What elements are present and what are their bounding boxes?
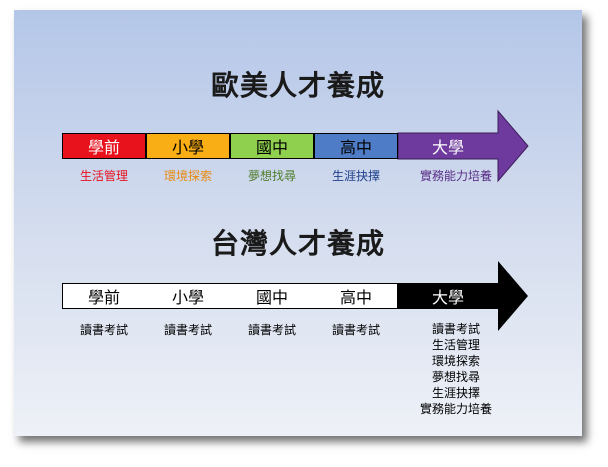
top-sub-junior-high: 夢想找尋	[247, 169, 296, 183]
bottom-stage-label: 高中	[339, 288, 372, 307]
bottom-sub-junior-high: 讀書考試	[247, 323, 296, 337]
bottom-bar-frame	[62, 283, 398, 309]
top-sub-senior-high: 生涯抉擇	[331, 169, 380, 183]
top-stage-junior-high: 國中	[230, 133, 314, 159]
top-stage-preschool: 學前	[62, 133, 146, 159]
top-stage-university: 大學	[398, 133, 498, 159]
top-sub-preschool: 生活管理	[79, 169, 128, 183]
bottom-sub-university-item: 環境探索	[431, 354, 480, 368]
bottom-sub-university-list: 讀書考試 生活管理 環境探索 夢想找尋 生涯抉擇 實務能力培養	[406, 321, 506, 417]
bottom-stage-label: 小學	[171, 288, 204, 307]
bottom-sub-university-item: 實務能力培養	[419, 402, 492, 416]
top-university-arrow	[397, 109, 529, 183]
bottom-stage-elementary: 小學	[146, 283, 230, 309]
top-stage-label: 大學	[431, 138, 464, 157]
bottom-university-arrow	[398, 261, 528, 331]
bottom-title: 台灣人才養成	[210, 227, 385, 260]
bottom-stage-university: 大學	[398, 283, 498, 309]
bottom-stage-label: 學前	[87, 288, 120, 307]
bottom-stage-junior-high: 國中	[230, 283, 314, 309]
top-stage-label: 學前	[87, 138, 120, 157]
bottom-stage-label: 國中	[255, 288, 288, 307]
bottom-sub-university-item: 生涯抉擇	[431, 386, 480, 400]
top-stage-elementary: 小學	[146, 133, 230, 159]
top-sub-university: 實務能力培養	[419, 169, 492, 183]
bottom-sub-preschool: 讀書考試	[79, 323, 128, 337]
bottom-sub-elementary: 讀書考試	[163, 323, 212, 337]
bottom-sub-senior-high: 讀書考試	[331, 323, 380, 337]
top-stage-label: 國中	[255, 138, 288, 157]
bottom-sub-university-item: 夢想找尋	[431, 370, 480, 384]
bottom-stage-senior-high: 高中	[314, 283, 398, 309]
top-stage-label: 小學	[171, 138, 204, 157]
bottom-stage-preschool: 學前	[62, 283, 146, 309]
top-stage-label: 高中	[339, 138, 372, 157]
slide: 歐美人才養成 學前 小學 國中 高中 大學 生活管理 環境探索 夢想找尋 生涯抉…	[14, 10, 582, 436]
bottom-sub-university-item: 生活管理	[431, 338, 480, 352]
top-sub-elementary: 環境探索	[163, 169, 212, 183]
top-title: 歐美人才養成	[210, 69, 385, 102]
bottom-sub-university-item: 讀書考試	[431, 322, 480, 336]
bottom-stage-label: 大學	[431, 288, 464, 307]
top-stage-senior-high: 高中	[314, 133, 398, 159]
